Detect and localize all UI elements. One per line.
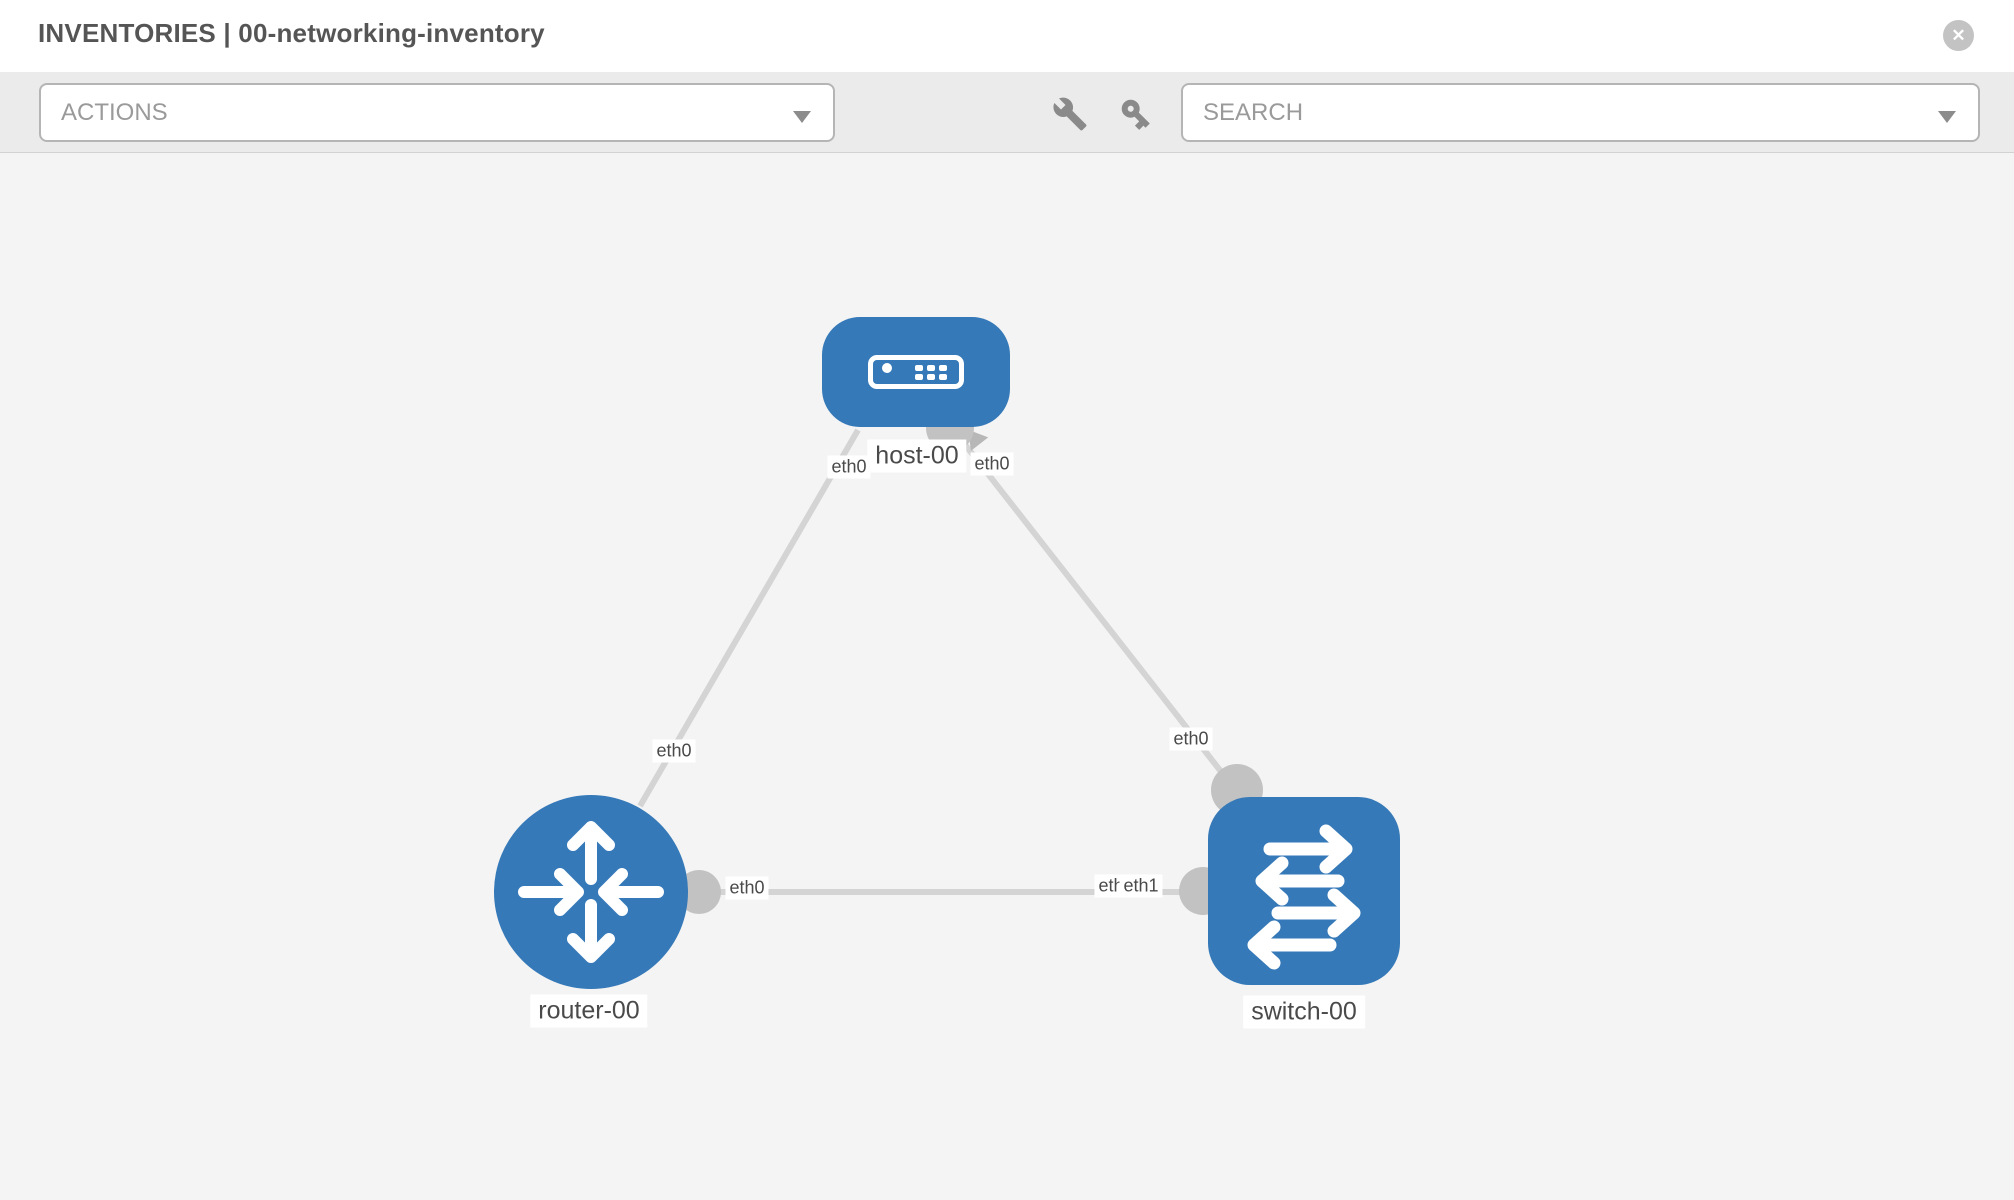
chevron-down-icon	[793, 111, 811, 123]
node-label-switch-00: switch-00	[1243, 995, 1365, 1029]
search-dropdown[interactable]: SEARCH	[1181, 83, 1980, 142]
interface-label: eth0	[827, 455, 871, 479]
toolbar: ACTIONS SEARCH	[0, 72, 2014, 153]
wrench-icon[interactable]	[1052, 96, 1088, 132]
search-placeholder: SEARCH	[1203, 98, 1304, 126]
node-router-00[interactable]	[494, 795, 688, 989]
node-switch-00[interactable]	[1208, 797, 1400, 985]
actions-dropdown-label: ACTIONS	[61, 98, 168, 126]
node-label-host-00: host-00	[867, 439, 967, 473]
header: INVENTORIES | 00-networking-inventory ✕	[0, 0, 2014, 72]
interface-label: eth1	[1119, 874, 1163, 898]
router-arrows-icon	[494, 795, 688, 989]
server-icon	[868, 355, 964, 389]
interface-label: eth0	[652, 739, 696, 763]
page-title: INVENTORIES | 00-networking-inventory	[38, 18, 545, 48]
interface-label: eth0	[1169, 727, 1213, 751]
close-icon[interactable]: ✕	[1943, 20, 1974, 51]
switch-arrows-icon	[1208, 797, 1400, 985]
actions-dropdown[interactable]: ACTIONS	[39, 83, 835, 142]
link-lines	[637, 426, 1240, 895]
interface-label: eth0	[725, 876, 769, 900]
interface-label: eth0	[970, 452, 1014, 476]
chevron-down-icon	[1938, 111, 1956, 123]
key-icon[interactable]	[1118, 96, 1154, 132]
node-host-00[interactable]	[822, 317, 1010, 427]
node-label-router-00: router-00	[530, 994, 648, 1028]
